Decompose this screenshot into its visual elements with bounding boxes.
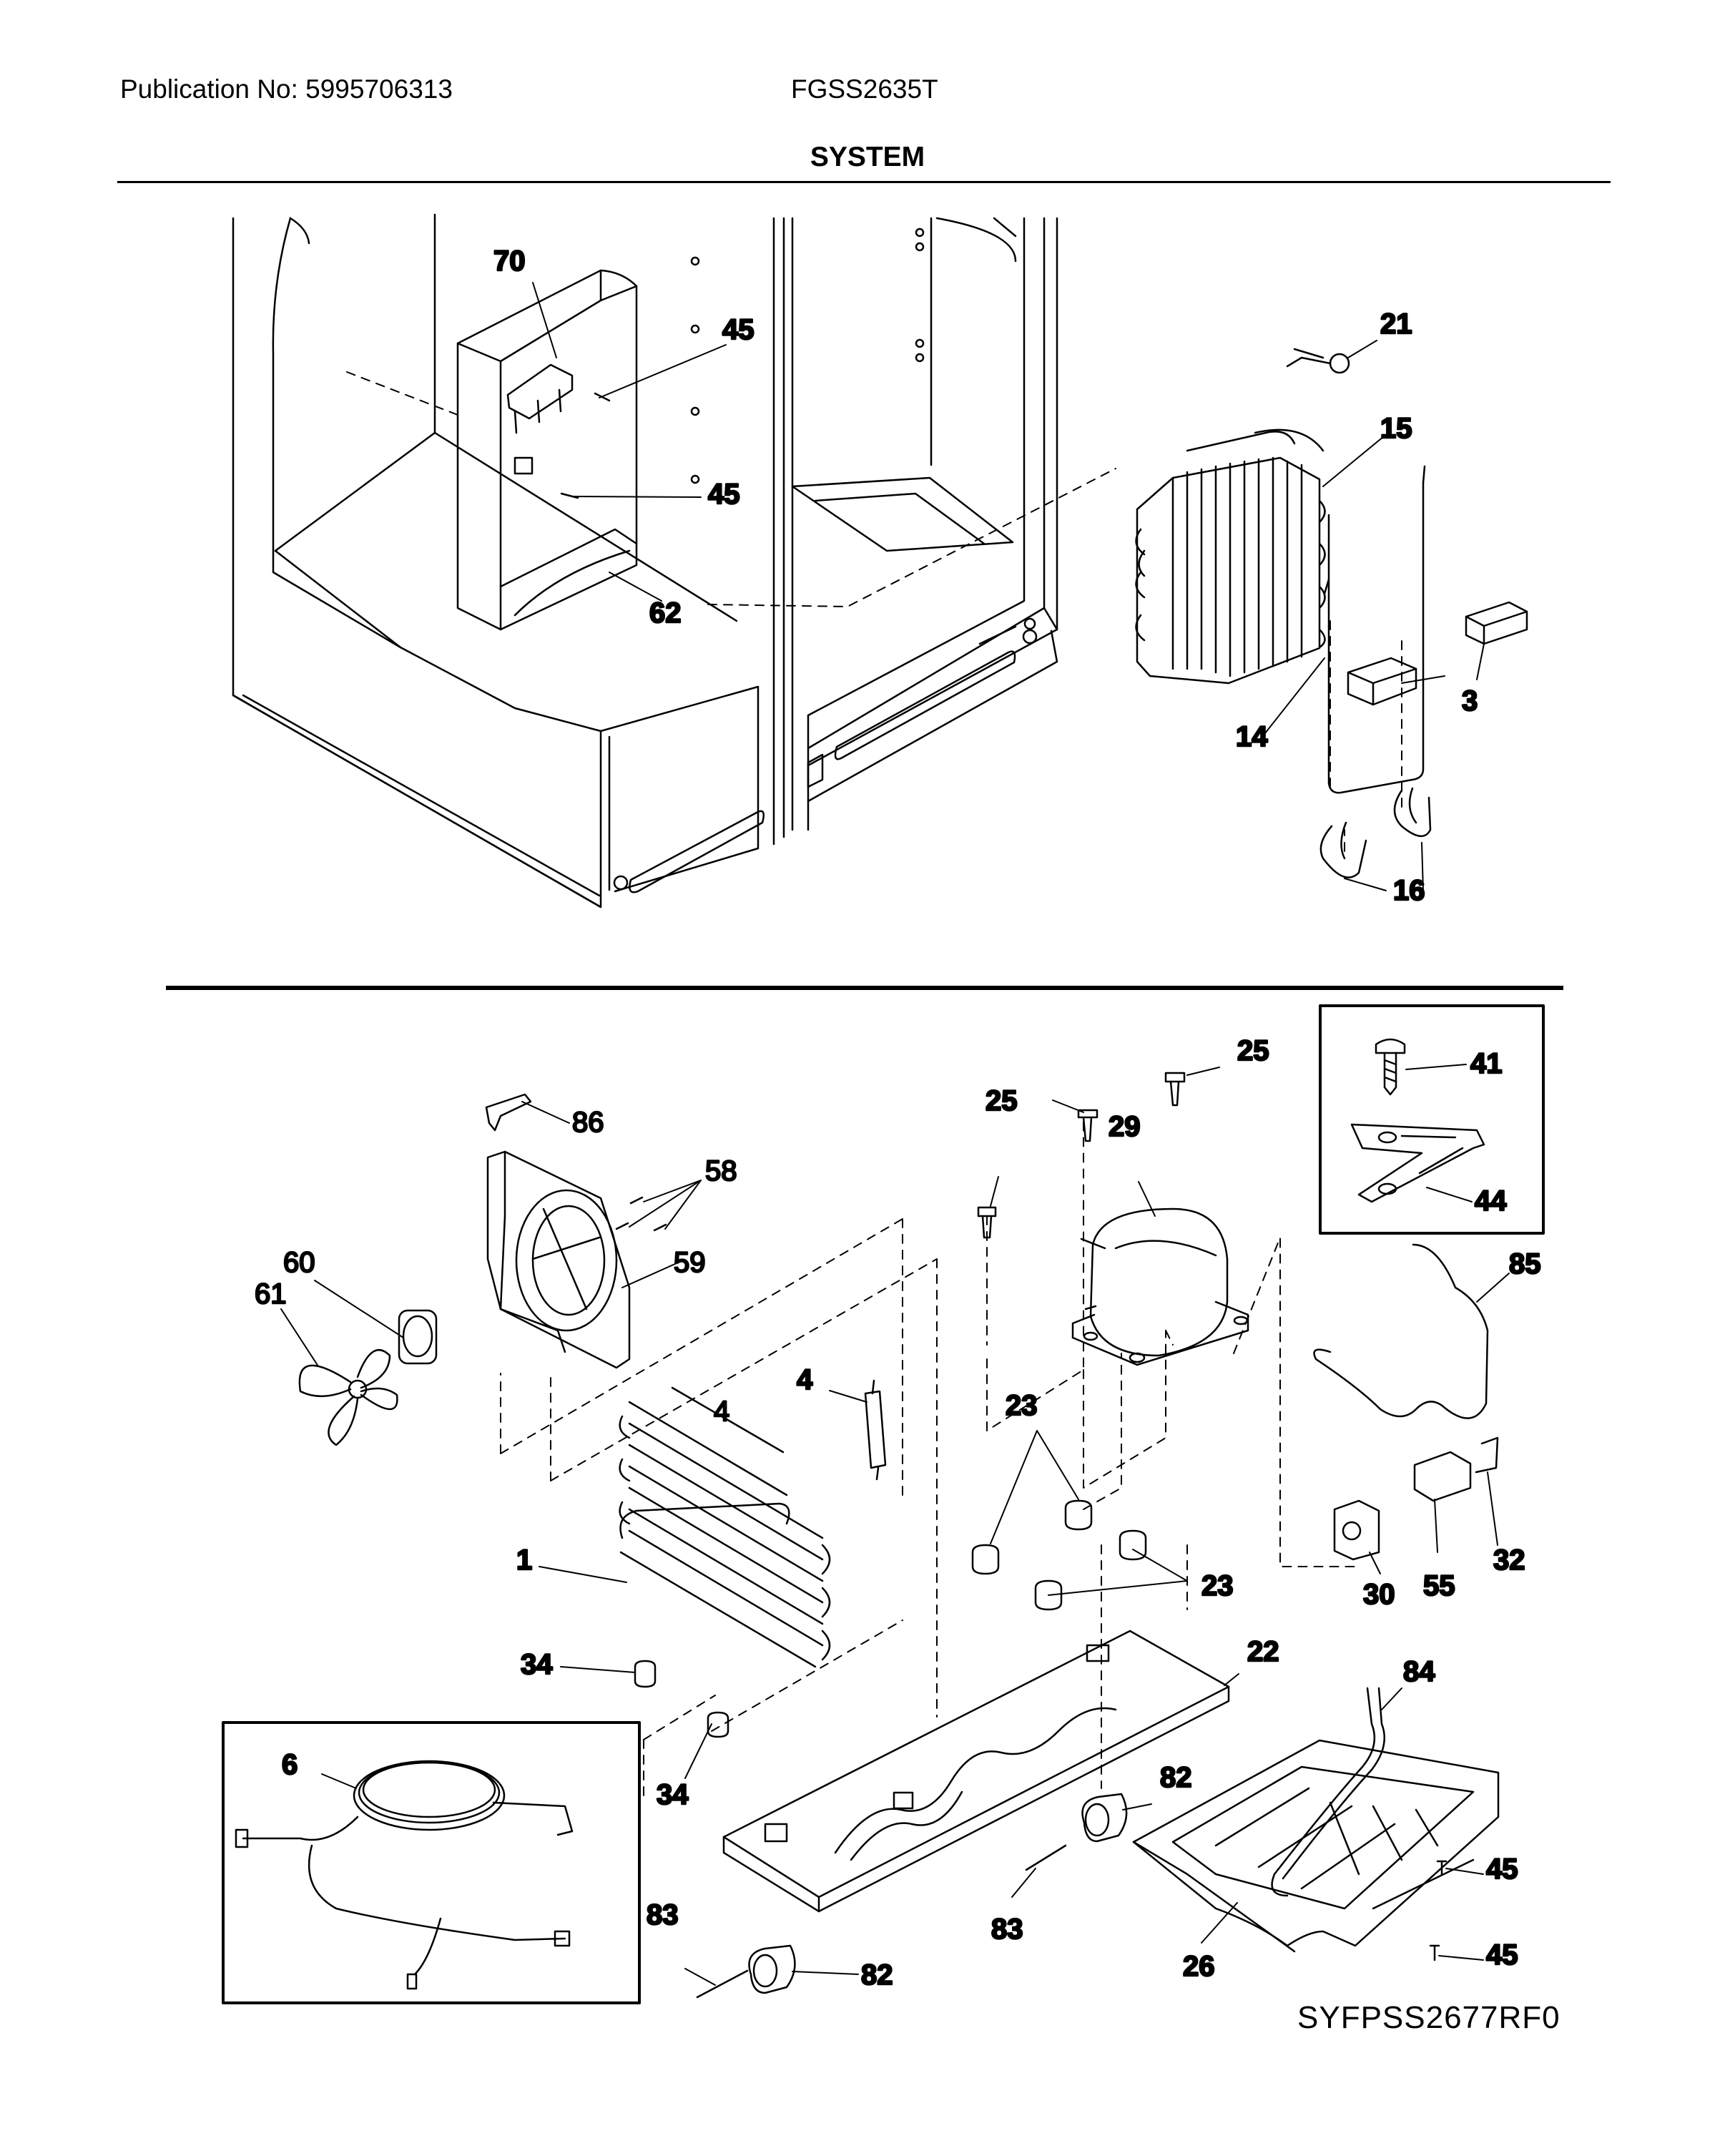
- callout-45-upper-b: 45: [708, 479, 740, 510]
- publication-number: Publication No: 5995706313: [120, 74, 453, 104]
- condenser-coil-1: [619, 1386, 831, 1668]
- lower-leaders-dashed: [500, 1115, 1360, 1803]
- callout-59: 59: [674, 1247, 706, 1278]
- grommets-23: [971, 1499, 1147, 1611]
- callout-84: 84: [1403, 1656, 1435, 1687]
- drain-tube-85: [1313, 1243, 1489, 1419]
- callout-16: 16: [1393, 875, 1425, 906]
- ice-container-62: [456, 269, 638, 631]
- callout-82-b: 82: [861, 1959, 893, 1991]
- callout-25-a: 25: [986, 1085, 1018, 1117]
- callout-25-b: 25: [1237, 1035, 1269, 1067]
- callout-44: 44: [1475, 1185, 1507, 1217]
- evaporator-coil-15: [1135, 428, 1326, 685]
- compressor-29: [1071, 1207, 1249, 1366]
- callout-30: 30: [1363, 1579, 1395, 1610]
- callout-15: 15: [1380, 413, 1412, 444]
- callout-45-lower-b: 45: [1486, 1939, 1518, 1971]
- header-rule: [117, 181, 1611, 183]
- callout-58: 58: [705, 1155, 737, 1187]
- callout-23-b: 23: [1201, 1570, 1234, 1602]
- screws-45-lower: [1429, 1860, 1448, 1961]
- callout-55: 55: [1423, 1570, 1455, 1602]
- callout-86: 86: [572, 1107, 604, 1138]
- callout-23-a: 23: [1006, 1390, 1038, 1421]
- cabinet-drawing: [232, 213, 1058, 908]
- clip-86: [485, 1093, 532, 1132]
- filter-drier-4: [864, 1379, 887, 1481]
- screws-45: [560, 392, 611, 499]
- bolts-25: [977, 1072, 1186, 1239]
- callout-41: 41: [1470, 1048, 1503, 1079]
- tube-84: [1271, 1687, 1386, 1897]
- drain-pan-26: [1132, 1739, 1500, 1953]
- callout-45-upper-a: 45: [722, 314, 755, 346]
- overload-30: [1333, 1499, 1380, 1561]
- terminal-block-3: [1347, 601, 1528, 706]
- callout-14: 14: [1236, 721, 1268, 753]
- defrost-heater-14: [1323, 465, 1426, 794]
- callout-29: 29: [1109, 1111, 1141, 1142]
- screws-58: [615, 1196, 667, 1232]
- model-number: FGSS2635T: [791, 74, 938, 104]
- spacers-34: [634, 1660, 729, 1738]
- callout-61: 61: [255, 1278, 287, 1310]
- callout-21: 21: [1380, 308, 1412, 340]
- upper-callout-leaders: [532, 282, 1485, 891]
- callout-4-part: 4: [797, 1364, 813, 1396]
- callout-83-b: 83: [991, 1914, 1023, 1945]
- callout-62: 62: [649, 597, 682, 629]
- callout-26: 26: [1183, 1951, 1215, 1982]
- callout-6: 6: [282, 1749, 298, 1780]
- callout-32: 32: [1493, 1544, 1525, 1576]
- callout-70: 70: [493, 245, 526, 277]
- thermostat-21: [1286, 348, 1350, 374]
- fan-shroud-59: [486, 1150, 631, 1369]
- callout-4-group: 4: [714, 1396, 729, 1427]
- bumpers-82: [748, 1793, 1128, 1994]
- section-title: SYSTEM: [810, 142, 925, 172]
- power-cord-inset-6: [222, 1721, 641, 2004]
- callout-85: 85: [1509, 1248, 1541, 1280]
- callout-60: 60: [283, 1247, 315, 1278]
- lower-callout-leaders: [280, 1064, 1510, 1986]
- upper-leaders-dashed: [346, 371, 1402, 852]
- clip-32: [1475, 1436, 1499, 1474]
- drawing-code: SYFPSS2677RF0: [1297, 2000, 1560, 2035]
- callout-3: 3: [1462, 685, 1478, 717]
- callout-34-b: 34: [657, 1779, 689, 1810]
- heater-clips-16: [1319, 787, 1432, 878]
- fan-motor-60: [398, 1309, 438, 1365]
- fan-blade-61: [298, 1348, 398, 1446]
- relay-55: [1413, 1451, 1472, 1502]
- section-divider: [166, 986, 1563, 990]
- callout-83-a: 83: [647, 1899, 679, 1931]
- callout-34-a: 34: [521, 1649, 553, 1680]
- callout-1: 1: [516, 1544, 532, 1576]
- callout-82-a: 82: [1160, 1762, 1192, 1793]
- callout-45-lower-a: 45: [1486, 1853, 1518, 1885]
- inset-box-41-44: [1319, 1004, 1545, 1235]
- pins-83: [696, 1844, 1067, 1999]
- base-plate-22: [722, 1630, 1230, 1913]
- callout-22: 22: [1247, 1636, 1279, 1667]
